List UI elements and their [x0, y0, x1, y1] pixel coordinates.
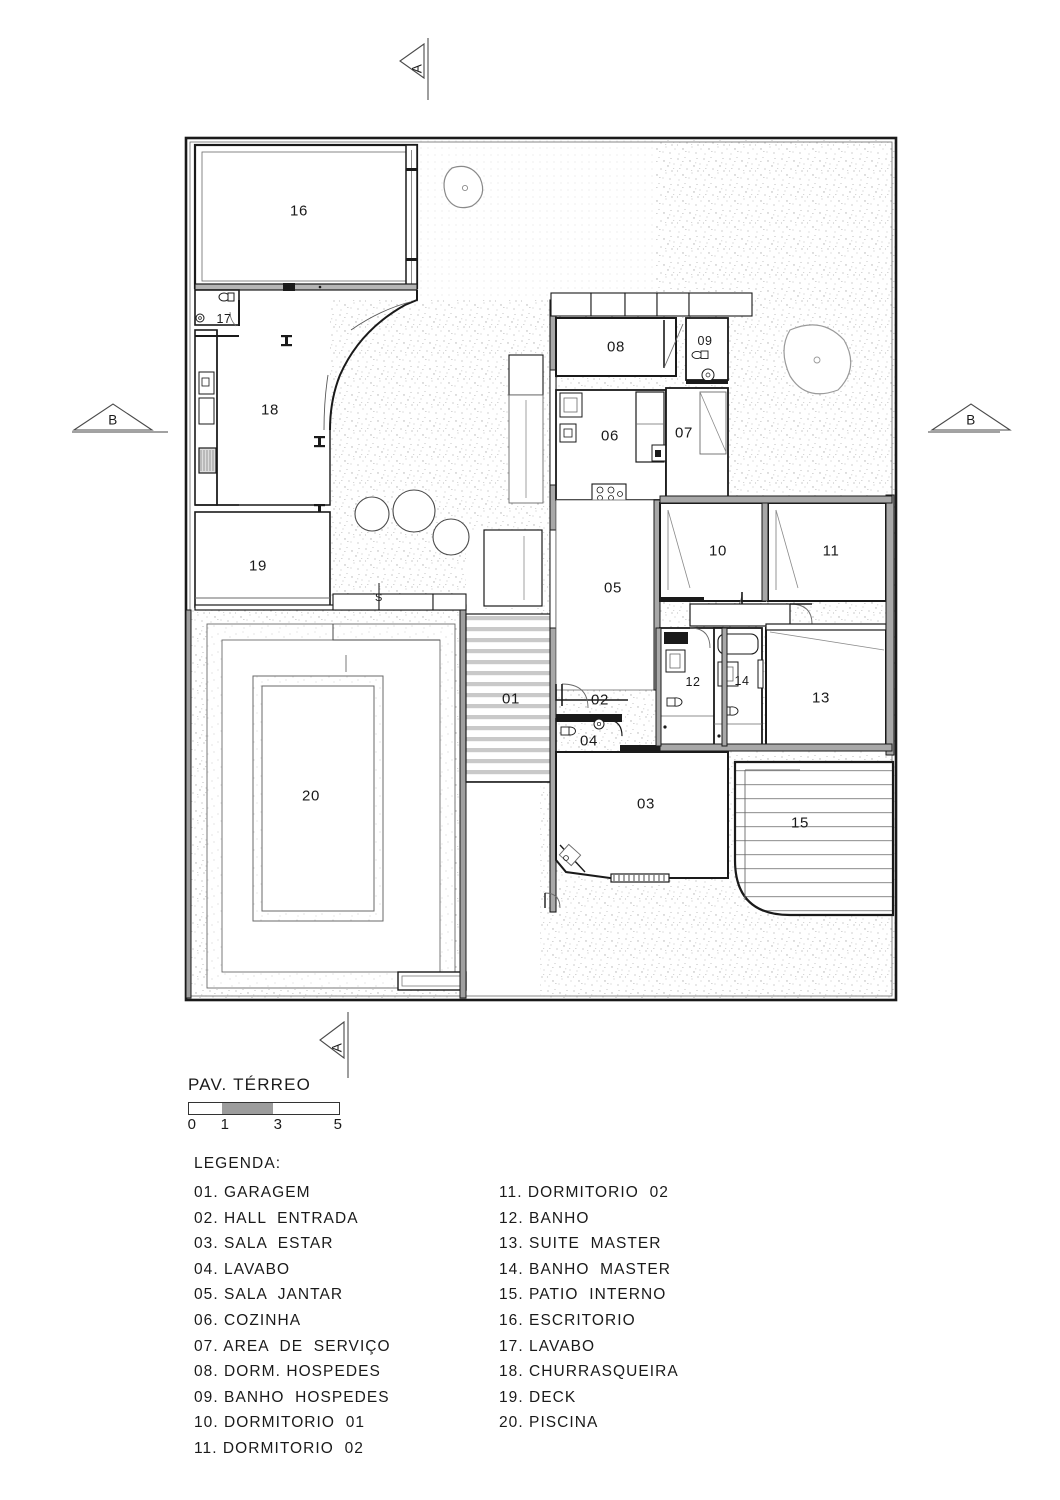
legend-item: 06. COZINHA: [194, 1311, 302, 1329]
legend-item: 03. SALA ESTAR: [194, 1235, 334, 1253]
scale-tick-labels: 0 1 3 5: [188, 1115, 348, 1135]
legend-item: 12. BANHO: [499, 1209, 590, 1227]
legend-item: 02. HALL ENTRADA: [194, 1209, 359, 1227]
legend-item: 08. DORM. HOSPEDES: [194, 1363, 381, 1381]
scale-segment-1-3: [222, 1103, 273, 1114]
legend-column-left: 01. GARAGEM 02. HALL ENTRADA 03. SALA ES…: [194, 1180, 499, 1462]
legend-item: 05. SALA JANTAR: [194, 1286, 344, 1304]
legend-item: 16. ESCRITORIO: [499, 1311, 636, 1329]
legend-item: 07. AREA DE SERVIÇO: [194, 1337, 391, 1355]
legend-item: 11. DORMITORIO 02: [499, 1184, 669, 1201]
scale-bar: [188, 1102, 340, 1115]
legend-column-right: 11. DORMITORIO 02 12. BANHO 13. SUITE MA…: [499, 1180, 819, 1462]
legend-heading: LEGENDA:: [194, 1155, 282, 1172]
legend-item: 11. DORMITORIO 02: [194, 1439, 364, 1457]
legend-item: 19. DECK: [499, 1388, 577, 1406]
legend-item: 14. BANHO MASTER: [499, 1260, 672, 1278]
scale-segment-0-1: [189, 1103, 222, 1114]
legend-item: 10. DORMITORIO 01: [194, 1414, 366, 1432]
scale-tick-0: 0: [187, 1116, 197, 1133]
legend-item: 17. LAVABO: [499, 1337, 596, 1355]
page-title: PAV. TÉRREO: [188, 1075, 312, 1094]
scale-segment-3-5: [273, 1103, 339, 1114]
legend-item: 04. LAVABO: [194, 1260, 291, 1278]
scale-tick-5: 5: [333, 1116, 343, 1133]
legend-item: 09. BANHO HOSPEDES: [194, 1388, 390, 1406]
legend-item: 18. CHURRASQUEIRA: [499, 1363, 679, 1381]
legend-item: 15. PATIO INTERNO: [499, 1286, 667, 1304]
scale-tick-1: 1: [220, 1116, 230, 1133]
legend-item: 20. PISCINA: [499, 1414, 599, 1432]
scale-tick-3: 3: [273, 1116, 283, 1133]
legend-item: 01. GARAGEM: [194, 1184, 311, 1201]
legend: 01. GARAGEM 02. HALL ENTRADA 03. SALA ES…: [186, 1180, 826, 1462]
legend-item: 13. SUITE MASTER: [499, 1235, 662, 1253]
title-block: PAV. TÉRREO 0 1 3 5 LEGENDA: 01. GARAGEM…: [186, 1075, 826, 1462]
